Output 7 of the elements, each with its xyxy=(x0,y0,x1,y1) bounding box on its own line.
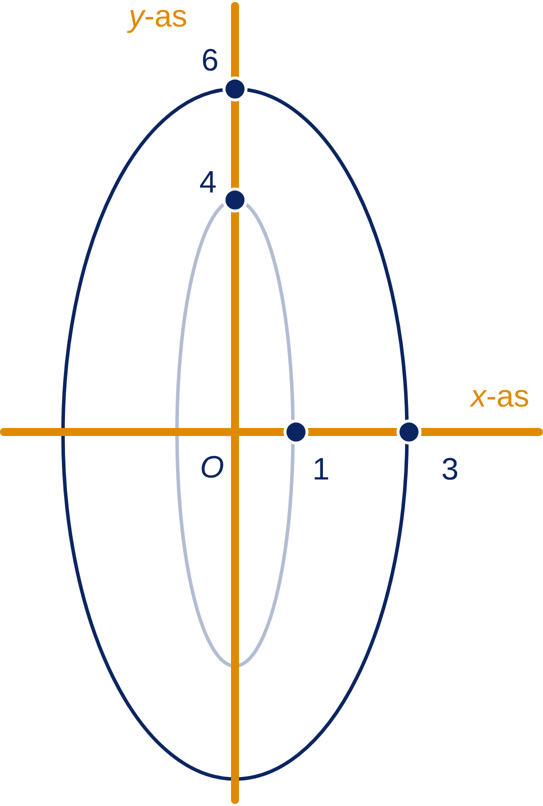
point-label: 1 xyxy=(312,454,330,484)
point-label: 4 xyxy=(199,166,217,198)
axis-label: y-as xyxy=(128,0,188,32)
origin-label: O xyxy=(200,452,224,482)
axis-label: x-as xyxy=(470,380,530,412)
point-label: 3 xyxy=(441,454,459,484)
point-label: 6 xyxy=(201,44,219,76)
